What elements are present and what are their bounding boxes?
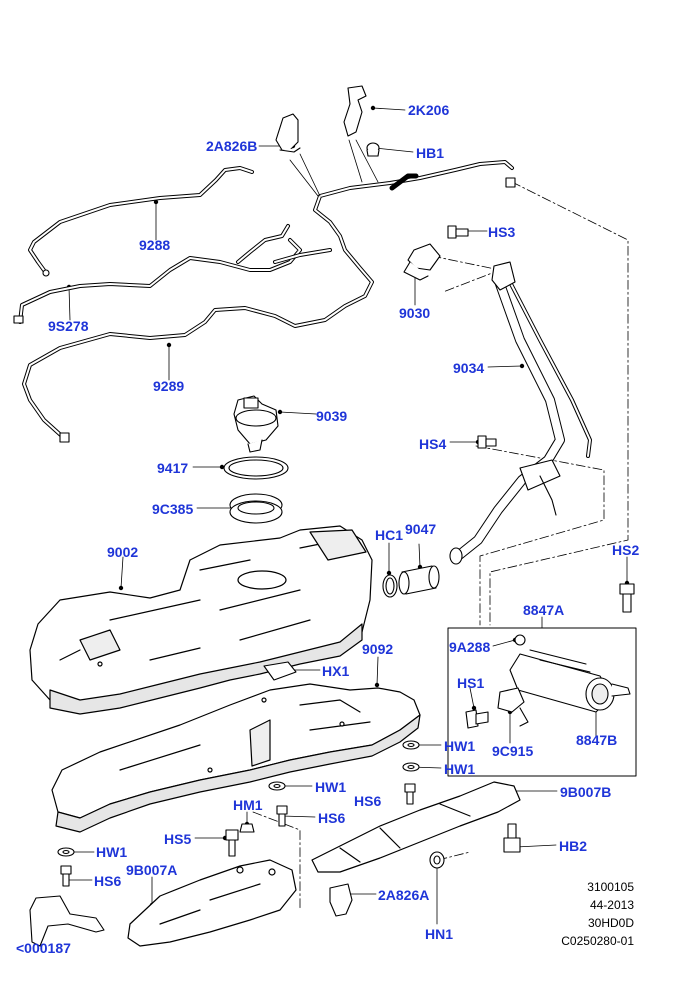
callout-9a288[interactable]: 9A288 [449,639,491,655]
callout-hm1[interactable]: HM1 [233,797,263,813]
bolt-hs4 [477,435,497,449]
callout-9c915[interactable]: 9C915 [492,743,534,759]
callout-hs3[interactable]: HS3 [488,224,516,240]
bracket-000187 [29,895,105,947]
heat-shield-9092 [51,683,421,833]
callout-hx1[interactable]: HX1 [322,663,350,679]
callout-hs6[interactable]: HS6 [354,793,382,809]
locking-ring-9417 [223,456,289,480]
fuel-sender-9039 [233,395,279,453]
clip-2a826a [329,883,353,917]
callout-hs2[interactable]: HS2 [612,542,640,558]
washer-hw1-d [57,847,75,857]
fuel-line-9288 [28,166,254,277]
callout-9092[interactable]: 9092 [362,641,394,657]
callout-hs1[interactable]: HS1 [457,675,485,691]
callout-hs4[interactable]: HS4 [419,436,447,452]
callout-hb1[interactable]: HB1 [416,145,445,161]
fuel-tank-9002 [29,525,373,715]
reference-model: 30HD0D [587,916,634,930]
callout-9c385[interactable]: 9C385 [152,501,194,517]
callout-2k206[interactable]: 2K206 [408,102,450,118]
callout-hs6[interactable]: HS6 [318,810,346,826]
washer-hw1-c [268,781,286,791]
callout-8847b[interactable]: 8847B [576,732,618,748]
bolt-hb2 [503,823,521,853]
heat-shield-9b007a [127,859,297,947]
callout-2a826a[interactable]: 2A826A [378,887,430,903]
canister-group-box [447,627,637,777]
valve-9c915 [497,687,529,727]
fuel-line-9289 [22,160,516,443]
reference-date: 44-2013 [589,898,634,912]
callout-9b007b[interactable]: 9B007B [560,784,612,800]
callout-hw1[interactable]: HW1 [444,761,476,777]
washer-hw1-a [402,740,420,750]
callout-8847a[interactable]: 8847A [523,602,565,618]
bolt-hs1 [465,709,489,729]
callout-hw1[interactable]: HW1 [96,844,128,860]
clip-leader-lines [289,139,379,197]
callout-000187[interactable]: <000187 [16,940,71,956]
callout-hs5[interactable]: HS5 [164,831,192,847]
fuel-line-9s278 [13,224,302,324]
nut-hm1 [239,823,255,833]
canister-8847b [509,649,631,713]
bolt-hb1 [366,142,380,157]
clip-2k206 [343,85,367,137]
seal-9c385 [229,493,283,524]
callout-hc1[interactable]: HC1 [375,527,404,543]
connector-9a288 [514,634,526,646]
callout-9s278[interactable]: 9S278 [48,318,89,334]
callout-9034[interactable]: 9034 [453,360,485,376]
callout-hw1[interactable]: HW1 [444,738,476,754]
callout-9289[interactable]: 9289 [153,378,185,394]
clamp-hc1 [382,574,398,598]
callout-9417[interactable]: 9417 [157,460,189,476]
callout-2a826b[interactable]: 2A826B [206,138,258,154]
callout-hs6[interactable]: HS6 [94,873,122,889]
callout-9047[interactable]: 9047 [405,521,437,537]
filler-pipe-9034 [449,261,592,565]
callout-9b007a[interactable]: 9B007A [126,862,178,878]
callout-hb2[interactable]: HB2 [559,838,588,854]
callout-hn1[interactable]: HN1 [425,926,454,942]
callout-9030[interactable]: 9030 [399,305,431,321]
fuel-cap-9030 [403,243,441,281]
callout-9288[interactable]: 9288 [139,237,171,253]
clip-2a826b [275,113,301,153]
bracket-hx1 [263,661,297,681]
reference-drawing: C0250280-01 [561,934,634,948]
bolt-hs2 [619,583,635,613]
washer-hw1-b [402,762,420,772]
callout-9039[interactable]: 9039 [316,408,348,424]
bolt-hs6-b [276,805,288,827]
bolt-hs6-c [60,865,72,887]
hose-9047 [398,565,440,595]
bolt-hs6-a [404,783,416,805]
callout-9002[interactable]: 9002 [107,544,139,560]
bolt-hs3 [447,225,469,239]
nut-hn1 [429,851,445,869]
bolt-hs5 [225,829,239,857]
heat-shield-9b007b [311,781,521,873]
reference-code: 3100105 [587,880,634,894]
callout-hw1[interactable]: HW1 [315,779,347,795]
